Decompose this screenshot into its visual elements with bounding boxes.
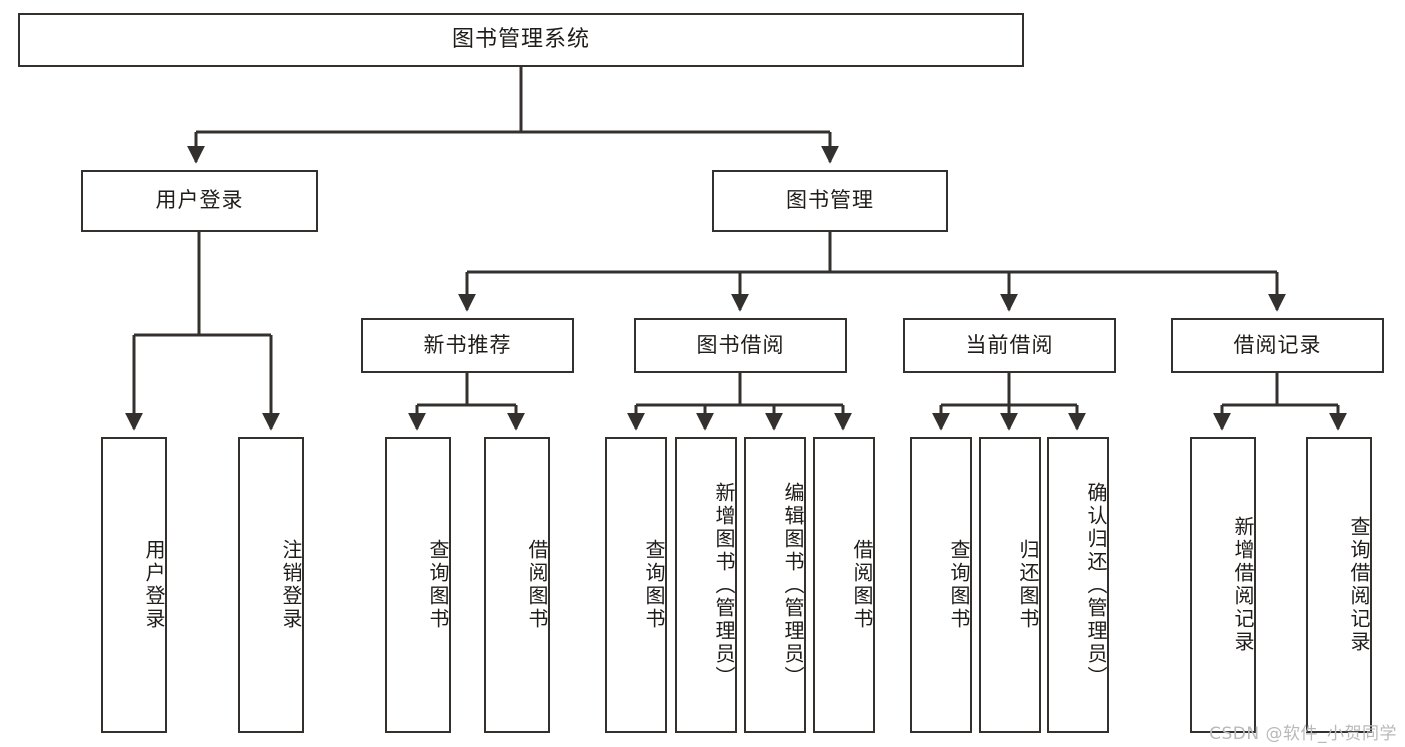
leaf-label: 借阅图书 [850, 539, 874, 631]
node-book-borrow[interactable]: 图书借阅 [634, 318, 847, 373]
leaf-label: 查询图书 [426, 539, 450, 631]
leaf-logout[interactable]: 注销登录 [238, 437, 304, 733]
node-current-borrow[interactable]: 当前借阅 [903, 318, 1116, 373]
leaf-label: 查询图书 [947, 539, 971, 631]
leaf-label: 归还图书 [1016, 539, 1040, 631]
node-new-book-recommend[interactable]: 新书推荐 [361, 318, 574, 373]
leaf-label: 编辑图书（管理员） [781, 481, 805, 689]
leaf-user-login[interactable]: 用户登录 [101, 437, 167, 733]
leaf-current-return-book[interactable]: 归还图书 [979, 437, 1041, 733]
leaf-record-add[interactable]: 新增借阅记录 [1190, 437, 1256, 733]
node-borrow-record[interactable]: 借阅记录 [1171, 318, 1384, 373]
node-root-system[interactable]: 图书管理系统 [18, 13, 1024, 67]
leaf-borrow-lend-book[interactable]: 借阅图书 [813, 437, 875, 733]
leaf-current-query-book[interactable]: 查询图书 [910, 437, 972, 733]
leaf-label: 确认归还（管理员） [1084, 481, 1108, 689]
leaf-current-confirm-return[interactable]: 确认归还（管理员） [1047, 437, 1109, 733]
leaf-label: 查询借阅记录 [1347, 516, 1371, 654]
csdn-watermark: CSDN @软件_小贺同学 [1209, 724, 1397, 744]
leaf-borrow-query-book[interactable]: 查询图书 [605, 437, 667, 733]
leaf-label: 注销登录 [279, 539, 303, 631]
node-user-login[interactable]: 用户登录 [81, 170, 318, 232]
leaf-borrow-edit-book[interactable]: 编辑图书（管理员） [744, 437, 806, 733]
leaf-label: 新增借阅记录 [1231, 516, 1255, 654]
leaf-label: 用户登录 [142, 539, 166, 631]
leaf-borrow-add-book[interactable]: 新增图书（管理员） [675, 437, 737, 733]
node-book-management[interactable]: 图书管理 [712, 170, 948, 232]
leaf-newbook-borrow-book[interactable]: 借阅图书 [484, 437, 550, 733]
leaf-label: 借阅图书 [525, 539, 549, 631]
leaf-newbook-query-book[interactable]: 查询图书 [385, 437, 451, 733]
leaf-label: 新增图书（管理员） [712, 481, 736, 689]
leaf-record-query[interactable]: 查询借阅记录 [1306, 437, 1372, 733]
leaf-label: 查询图书 [642, 539, 666, 631]
